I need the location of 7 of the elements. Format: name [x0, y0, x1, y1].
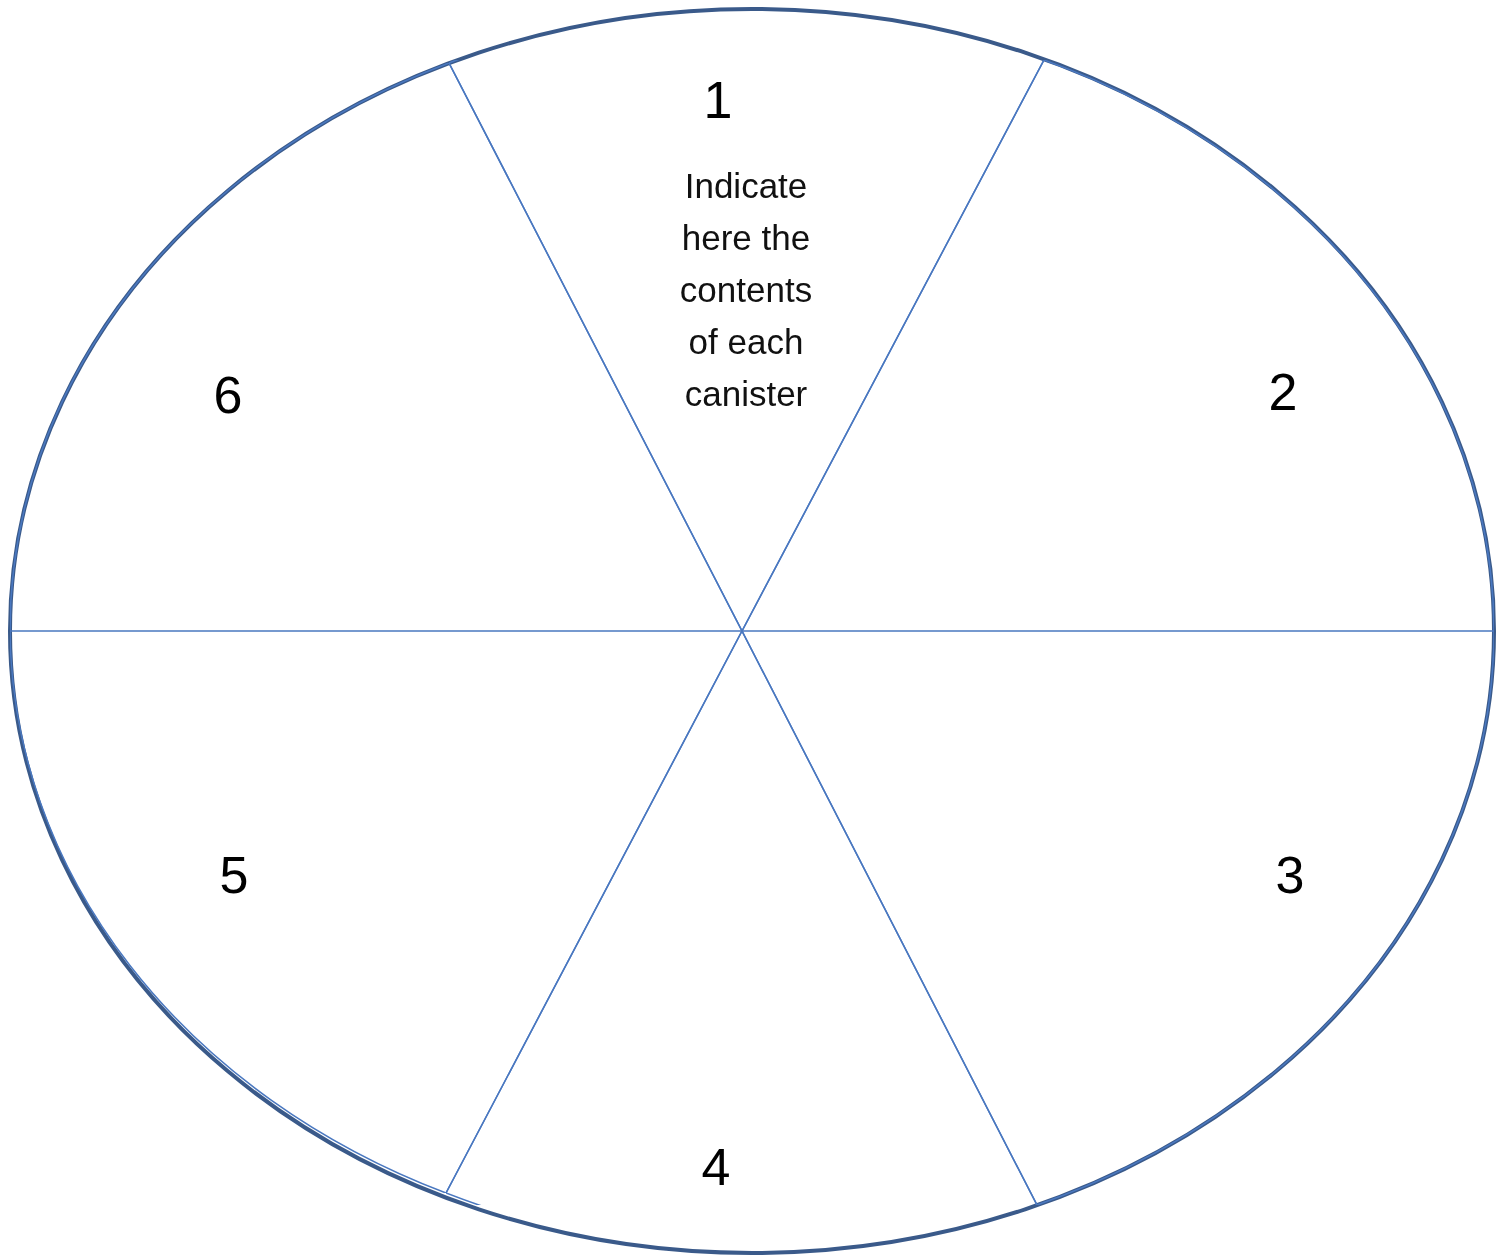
- sector-number: 3: [1275, 845, 1305, 905]
- sector-number: 2: [1268, 362, 1298, 422]
- sector-number: 6: [213, 365, 243, 425]
- sector-number: 4: [701, 1137, 731, 1197]
- sector-number: 5: [219, 845, 249, 905]
- instruction-text: Indicate here the contents of each canister: [678, 165, 814, 415]
- sector-number: 1: [703, 70, 733, 130]
